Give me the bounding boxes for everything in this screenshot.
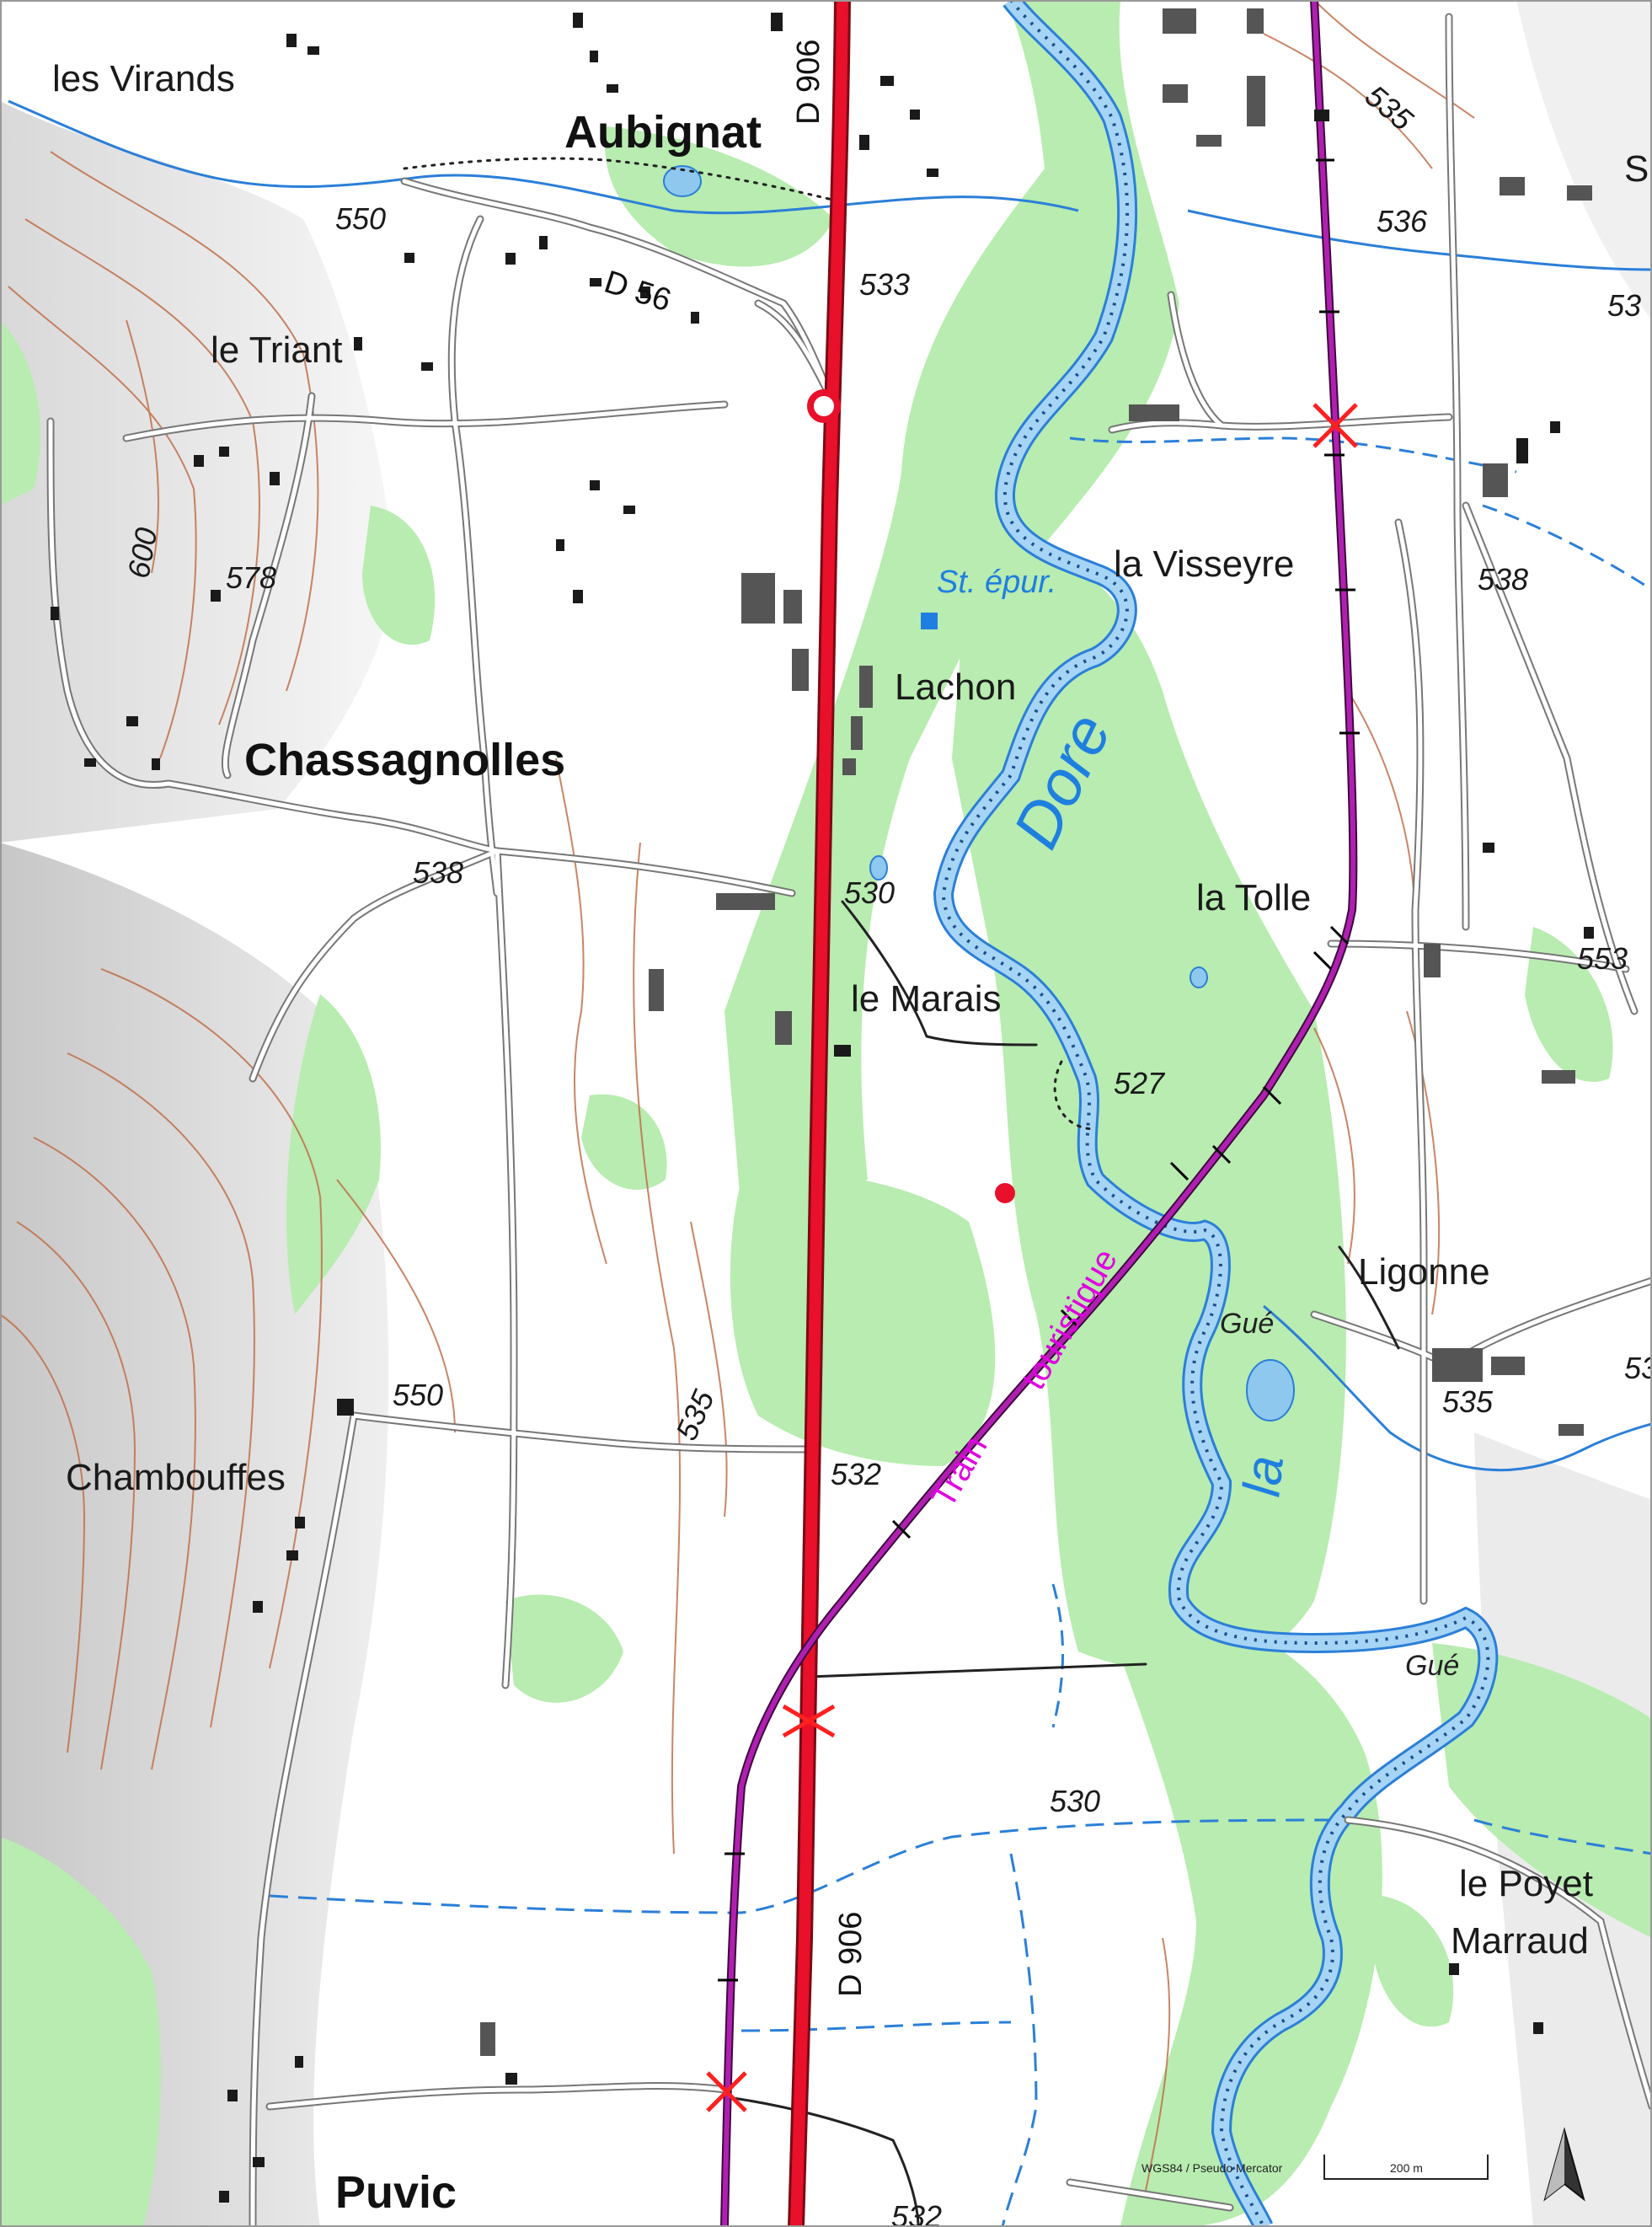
road-d906 bbox=[788, 0, 851, 2227]
streams bbox=[8, 99, 1652, 2227]
label-aubignat: Aubignat bbox=[564, 107, 762, 158]
label-river-la: la bbox=[1232, 1453, 1295, 1499]
elev-53-east: 53 bbox=[1607, 288, 1641, 323]
elev-538-west: 538 bbox=[413, 855, 463, 890]
label-puvic: Puvic bbox=[335, 2167, 457, 2218]
label-marraud: Marraud bbox=[1451, 1920, 1589, 1962]
label-chassagnolles: Chassagnolles bbox=[244, 735, 565, 785]
label-ford-1: Gué bbox=[1220, 1308, 1274, 1340]
scale-label: 200 m bbox=[1390, 2161, 1423, 2175]
place-labels: les Virands Aubignat le Triant Chassagno… bbox=[52, 58, 1649, 2218]
location-marker-icon[interactable] bbox=[995, 1183, 1015, 1203]
label-le-triant: le Triant bbox=[211, 329, 343, 371]
elev-553: 553 bbox=[1577, 941, 1628, 976]
label-la-tolle: la Tolle bbox=[1196, 877, 1311, 918]
label-ford-2: Gué bbox=[1405, 1650, 1459, 1682]
elev-578: 578 bbox=[226, 560, 276, 595]
elev-527: 527 bbox=[1114, 1066, 1166, 1100]
elev-535-ligonne: 535 bbox=[1442, 1384, 1494, 1419]
map-footer: WGS84 / Pseudo Mercator 200 m bbox=[1141, 2127, 1585, 2202]
railway-tourist bbox=[718, 0, 1360, 2227]
north-arrow-icon bbox=[1543, 2127, 1585, 2202]
bridges bbox=[1169, 925, 1350, 1181]
scale-bar bbox=[1323, 2155, 1489, 2180]
label-lachon: Lachon bbox=[895, 666, 1016, 708]
elev-550-south: 550 bbox=[393, 1378, 443, 1412]
label-chambouffes: Chambouffes bbox=[66, 1457, 286, 1498]
elev-538-east: 538 bbox=[1478, 562, 1528, 597]
river-dore bbox=[933, 0, 1499, 2227]
elev-530-south: 530 bbox=[1050, 1784, 1100, 1818]
elev-530-center: 530 bbox=[844, 875, 895, 910]
projection-label: WGS84 / Pseudo Mercator bbox=[1141, 2161, 1283, 2175]
minor-roads bbox=[46, 13, 1652, 2227]
level-crossings bbox=[706, 403, 1358, 2112]
label-la-visseyre: la Visseyre bbox=[1114, 543, 1294, 585]
elev-536: 536 bbox=[1377, 204, 1428, 238]
elev-532-bottom: 532 bbox=[891, 2199, 942, 2227]
label-les-virands: les Virands bbox=[52, 58, 235, 99]
elevation-labels: 550 533 536 53 535 578 538 538 530 553 5… bbox=[121, 78, 1652, 2227]
label-le-marais: le Marais bbox=[851, 978, 1002, 1020]
label-d906-north: D 906 bbox=[791, 40, 826, 125]
elev-533: 533 bbox=[859, 267, 910, 302]
label-ligonne: Ligonne bbox=[1358, 1251, 1490, 1293]
sewage-station-icon bbox=[921, 613, 938, 629]
elev-550-north: 550 bbox=[335, 201, 386, 236]
label-d906-south: D 906 bbox=[833, 1912, 869, 1997]
buildings bbox=[51, 8, 1594, 2203]
label-le-poyet: le Poyet bbox=[1459, 1863, 1593, 1904]
ponds bbox=[663, 165, 1295, 1421]
elev-532: 532 bbox=[831, 1457, 881, 1491]
label-sewage-station: St. épur. bbox=[937, 565, 1056, 600]
label-edge-s: S bbox=[1624, 148, 1649, 190]
elev-53-edge: 53 bbox=[1624, 1351, 1652, 1385]
